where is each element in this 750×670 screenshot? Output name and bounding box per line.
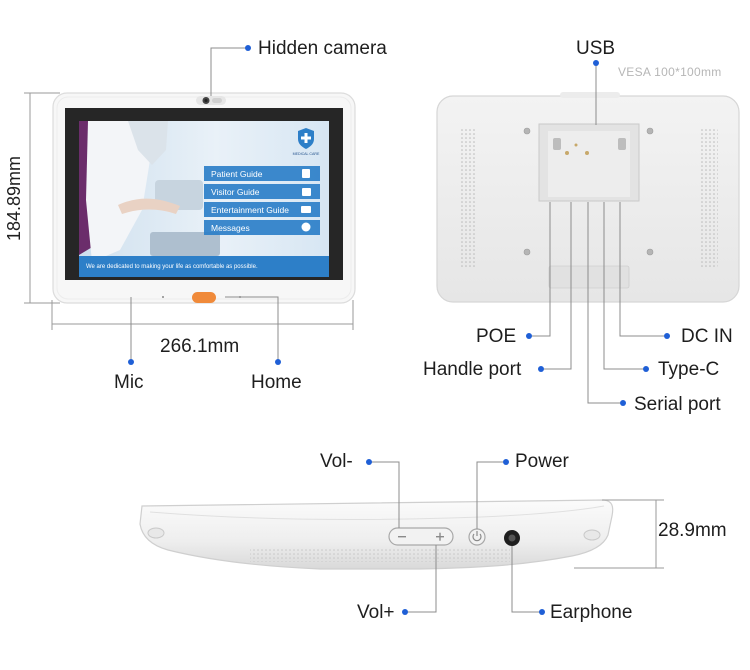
id-card-icon [302,188,311,196]
right-vent [700,128,718,268]
menu-item-entertainment-guide[interactable]: Entertainment Guide [204,202,320,217]
svg-text:Messages: Messages [211,223,250,233]
back-callout-dots [526,333,670,406]
front-view: MEDICAL CARE Patient Guide Visitor Guide… [24,45,356,365]
earphone-label: Earphone [550,602,633,623]
earphone-jack [504,530,520,546]
menu-item-messages[interactable]: Messages [204,220,320,235]
screw-holes [523,127,654,256]
menu-item-visitor-guide[interactable]: Visitor Guide [204,184,320,199]
document-icon [302,169,310,178]
screen-menu: Patient Guide Visitor Guide Entertainmen… [204,166,320,235]
side-callout-lines [370,461,540,613]
width-dimension-label: 266.1mm [160,336,240,357]
tv-icon [301,206,311,213]
home-label: Home [251,372,302,393]
back-callout-lines [532,202,664,404]
power-label: Power [515,451,569,472]
vol-minus-label: Vol- [320,451,353,472]
home-button[interactable] [192,292,216,303]
mic-label: Mic [114,372,144,393]
hidden-camera-icon [196,96,226,105]
vol-plus-label: Vol+ [357,602,395,623]
back-view [436,60,740,406]
menu-item-patient-guide[interactable]: Patient Guide [204,166,320,181]
thickness-label: 28.9mm [658,520,727,541]
svg-text:Visitor Guide: Visitor Guide [211,187,260,197]
front-screen: MEDICAL CARE Patient Guide Visitor Guide… [65,108,343,280]
port-cover [548,265,630,289]
usb-label: USB [576,38,616,59]
screen-banner-text: We are dedicated to making your life as … [86,264,258,270]
vesa-label: VESA 100*100mm [618,65,722,79]
width-dimension-lines [51,300,354,330]
volume-rocker[interactable] [388,527,454,546]
handle-port-label: Handle port [423,359,522,380]
svg-text:Entertainment Guide: Entertainment Guide [211,205,289,215]
side-view [139,459,664,615]
mic-hole [162,296,164,298]
dc-in-label: DC IN [681,326,733,347]
height-dimension-lines [24,92,60,304]
hidden-camera-label: Hidden camera [258,38,387,59]
side-callout-dots [366,459,545,615]
poe-label: POE [476,326,517,347]
front-callout-lines [130,47,279,361]
type-c-label: Type-C [658,359,720,380]
svg-text:Patient Guide: Patient Guide [211,169,263,179]
power-button[interactable] [468,528,486,546]
front-callout-dots [128,45,281,365]
medical-logo-icon [298,128,314,149]
serial-port-label: Serial port [634,394,721,415]
chat-bubble-icon [301,222,311,232]
height-dimension-label: 184.89mm [4,155,24,241]
thickness-dimension-lines [574,499,664,569]
logo-text: MEDICAL CARE [293,152,320,156]
left-vent [459,128,477,268]
